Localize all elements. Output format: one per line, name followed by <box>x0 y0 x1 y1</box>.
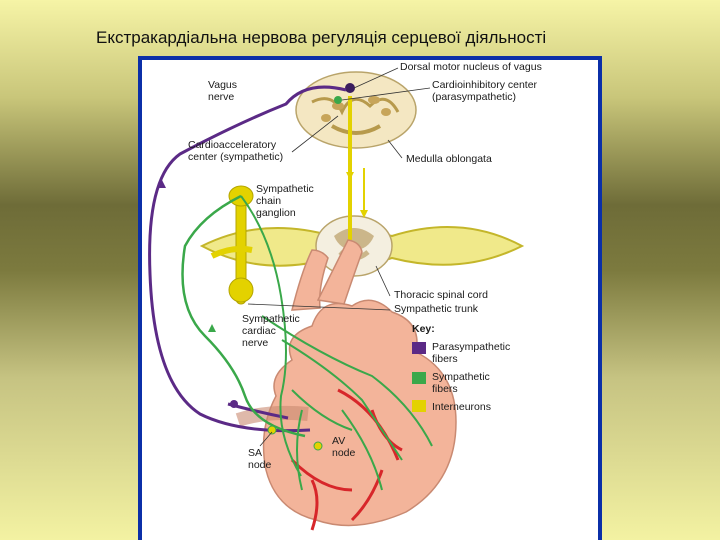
diagram-frame: Vagus nerve Dorsal motor nucleus of vagu… <box>138 56 602 540</box>
diagram-canvas: Vagus nerve Dorsal motor nucleus of vagu… <box>142 60 598 540</box>
svg-text:center (sympathetic): center (sympathetic) <box>188 151 283 163</box>
legend-title: Key: <box>412 323 435 335</box>
thoracic-spinal-cord <box>199 215 525 277</box>
parasympathetic-fibers <box>148 85 347 433</box>
label-cardioinhibitory-center: Cardioinhibitory center (parasympathetic… <box>432 79 538 103</box>
label-medulla-oblongata: Medulla oblongata <box>406 153 492 165</box>
label-vagus-nerve: Vagus nerve <box>208 79 237 103</box>
slide-title: Екстракардіальна нервова регуляція серце… <box>96 28 547 47</box>
svg-text:SA: SA <box>248 447 262 459</box>
label-sympathetic-cardiac-nerve: Sympathetic cardiac nerve <box>242 313 300 349</box>
svg-text:node: node <box>332 447 356 459</box>
legend: Key: Parasympathetic fibers Sympathetic … <box>412 323 510 413</box>
sympathetic-fibers <box>181 194 433 491</box>
svg-text:Cardioacceleratory: Cardioacceleratory <box>188 139 277 151</box>
legend-label-sympathetic: Sympathetic <box>432 371 490 383</box>
label-cardioacceleratory-center: Cardioacceleratory center (sympathetic) <box>188 139 283 163</box>
legend-swatch-interneurons <box>412 400 426 412</box>
legend-label-interneurons: Interneurons <box>432 401 491 413</box>
label-av-node: AV node <box>332 435 356 459</box>
svg-text:fibers: fibers <box>432 383 458 395</box>
svg-text:ganglion: ganglion <box>256 207 296 219</box>
svg-text:chain: chain <box>256 195 281 207</box>
svg-text:node: node <box>248 459 272 471</box>
svg-text:Sympathetic: Sympathetic <box>242 313 300 325</box>
medulla-oblongata <box>295 71 417 149</box>
label-dorsal-motor-nucleus: Dorsal motor nucleus of vagus <box>400 61 542 73</box>
svg-text:cardiac: cardiac <box>242 325 276 337</box>
legend-label-parasympathetic: Parasympathetic <box>432 341 510 353</box>
cardiac-innervation-diagram: Vagus nerve Dorsal motor nucleus of vagu… <box>148 61 542 531</box>
svg-text:AV: AV <box>332 435 345 447</box>
svg-text:Cardioinhibitory center: Cardioinhibitory center <box>432 79 538 91</box>
label-sa-node: SA node <box>248 447 272 471</box>
svg-text:nerve: nerve <box>242 337 268 349</box>
svg-text:Vagus: Vagus <box>208 79 237 91</box>
svg-text:fibers: fibers <box>432 353 458 365</box>
legend-swatch-sympathetic <box>412 372 426 384</box>
svg-text:(parasympathetic): (parasympathetic) <box>432 91 516 103</box>
label-sympathetic-chain-ganglion: Sympathetic chain ganglion <box>256 183 314 219</box>
legend-swatch-parasympathetic <box>412 342 426 354</box>
svg-text:Sympathetic: Sympathetic <box>256 183 314 195</box>
label-sympathetic-trunk: Sympathetic trunk <box>394 303 479 315</box>
label-thoracic-spinal-cord: Thoracic spinal cord <box>394 289 488 301</box>
svg-text:nerve: nerve <box>208 91 234 103</box>
